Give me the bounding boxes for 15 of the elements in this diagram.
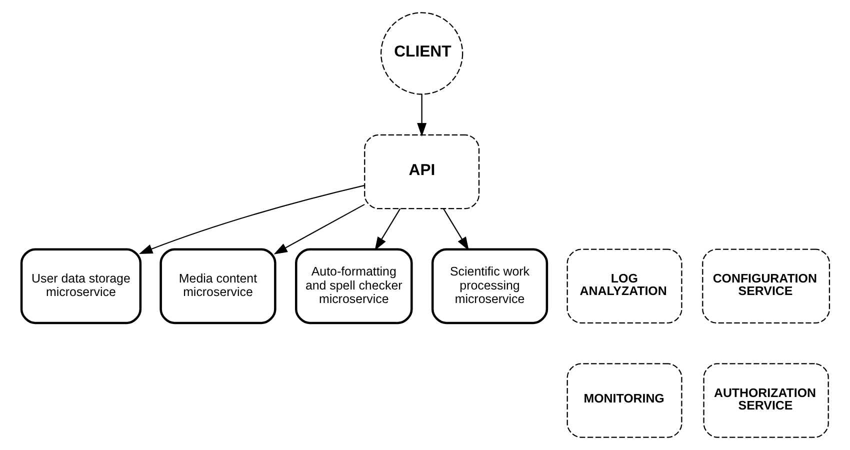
node-box: CONFIGURATION SERVICE xyxy=(702,248,830,324)
arrow xyxy=(273,204,364,254)
node-box: API xyxy=(364,134,480,210)
node-box: MONITORING xyxy=(566,363,682,438)
node-box: AUTHORIZATION SERVICE xyxy=(702,363,828,438)
node-box: LOG ANALYZATION xyxy=(566,248,682,324)
arrow xyxy=(374,208,400,251)
arrow xyxy=(442,208,468,251)
arrow xyxy=(416,94,426,137)
node-circle: CLIENT xyxy=(380,12,463,95)
node-box: Media content microservice xyxy=(159,248,276,324)
node-box: Auto-formatting and spell checker microservice xyxy=(294,248,412,324)
arrow xyxy=(138,184,364,254)
node-box: User data storage microservice xyxy=(20,248,142,324)
node-box: Scientific work processing microservice xyxy=(430,248,548,324)
